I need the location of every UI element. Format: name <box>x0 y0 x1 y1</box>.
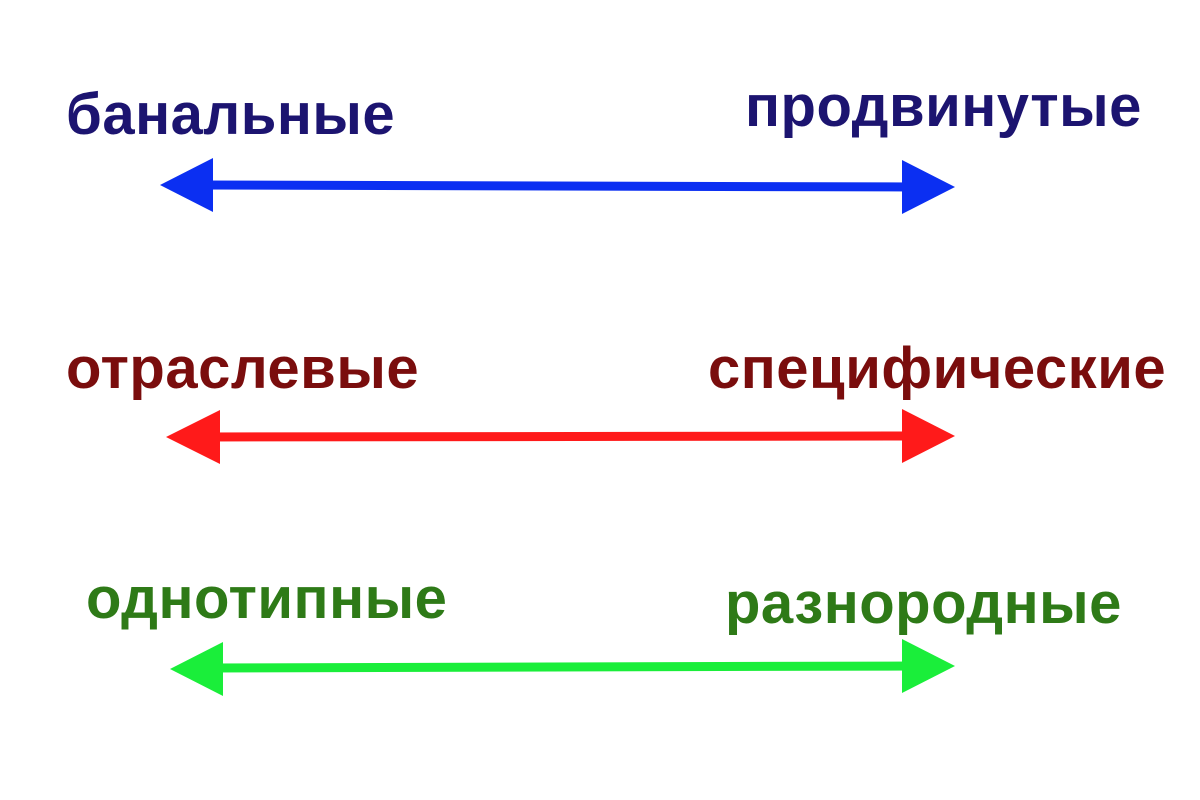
scale-3-right-label: разнородные <box>725 571 1122 636</box>
scale-2-arrow-shaft <box>204 431 916 442</box>
scale-1-right-label: продвинутые <box>745 74 1142 139</box>
scale-1-double-arrow <box>160 158 955 214</box>
scale-3-left-arrowhead-icon <box>170 642 223 696</box>
scale-1-right-arrowhead-icon <box>902 160 955 214</box>
scale-1-left-arrowhead-icon <box>160 158 213 212</box>
scale-2-left-arrowhead-icon <box>166 410 220 464</box>
scale-3-right-arrowhead-icon <box>902 639 955 693</box>
scale-2-right-arrowhead-icon <box>902 409 955 463</box>
scale-3-double-arrow <box>170 639 955 696</box>
scale-2-right-label: специфические <box>708 336 1167 401</box>
scale-2-left-label: отраслевые <box>66 336 420 401</box>
scale-3-arrow-shaft <box>209 661 916 673</box>
scale-1-arrow-shaft <box>199 180 916 192</box>
scale-3-left-label: однотипные <box>86 566 448 631</box>
scale-1-left-label: банальные <box>66 82 396 147</box>
scale-2-double-arrow <box>166 409 955 464</box>
